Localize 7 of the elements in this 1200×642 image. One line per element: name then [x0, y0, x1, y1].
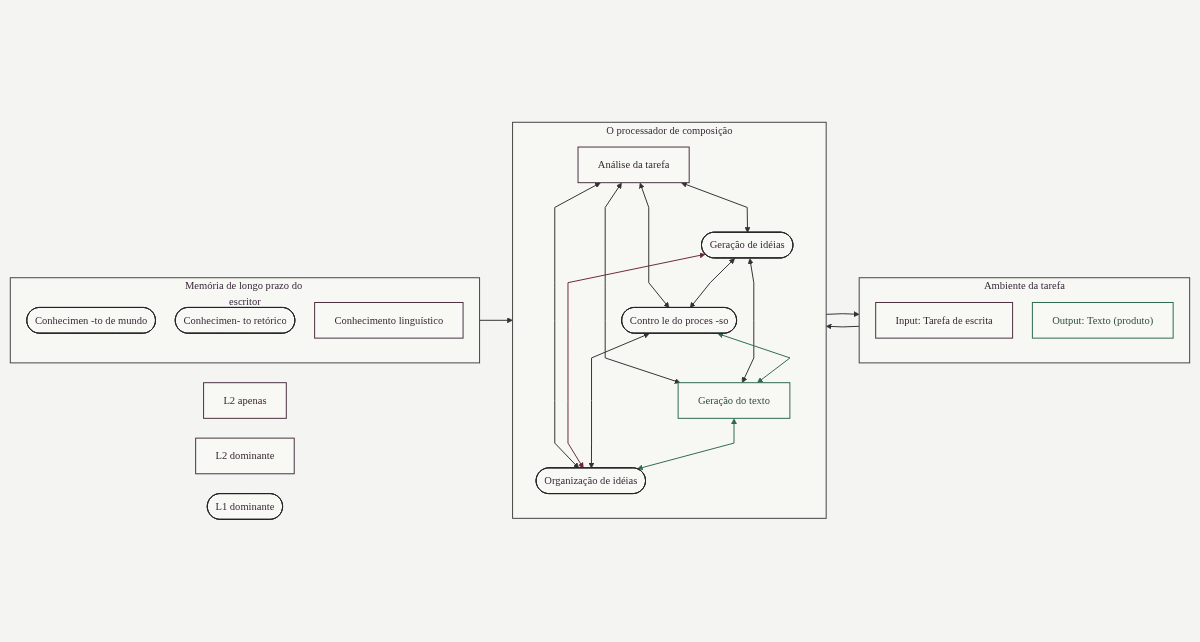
node-box: Output: Texto (produto)	[1031, 302, 1174, 339]
node-box: Input: Tarefa de escrita	[875, 302, 1014, 339]
node-box: Análise da tarefa	[577, 146, 690, 184]
node-box: Geração do texto	[677, 382, 791, 419]
node-box: Conhecimento linguístico	[314, 302, 464, 339]
node-box: L2 apenas	[203, 382, 287, 419]
node-box: L2 dominante	[195, 437, 295, 475]
